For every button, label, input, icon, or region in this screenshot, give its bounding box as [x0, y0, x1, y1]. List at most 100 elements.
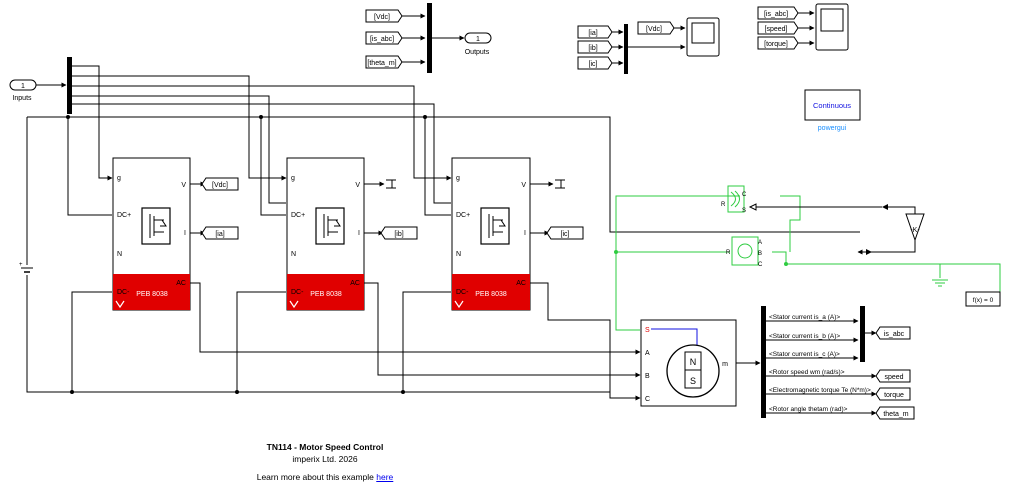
bus-signal-1: <Stator current is_b (A)>	[769, 333, 840, 340]
bus-selector-bar[interactable]	[761, 306, 766, 418]
from-ic-tag[interactable]	[577, 56, 613, 70]
solver-configuration-label: f(x) = 0	[973, 297, 994, 304]
from-vdc-tag[interactable]	[365, 9, 403, 23]
from-ic-tag-label: [ic]	[589, 61, 598, 68]
motor-scope-screen-icon	[820, 8, 844, 32]
powergui-block-text: Continuous	[813, 101, 851, 110]
footer-learn-prefix: Learn more about this example	[256, 472, 377, 482]
peb-2-port-v: V	[355, 182, 360, 189]
current-mux-bar-out[interactable]	[860, 306, 865, 362]
from-ib-tag[interactable]	[577, 40, 613, 54]
from-speed-scope-tag[interactable]	[757, 21, 799, 35]
outputs-port-number: 1	[476, 36, 480, 43]
bus-signal-2: <Stator current is_c (A)>	[769, 351, 840, 358]
ground-icon	[932, 279, 948, 287]
peb-block-1[interactable]: g DC+ N DC- V I AC PEB 8038	[112, 157, 191, 311]
peb-3-ic-goto-label: [ic]	[561, 231, 570, 238]
motor-port-s: S	[645, 327, 650, 334]
powergui-block[interactable]	[804, 89, 861, 121]
peb-3-port-i: I	[524, 230, 526, 237]
powergui-label: powergui	[818, 125, 847, 132]
peb-1-vdc-goto-label: [Vdc]	[212, 182, 228, 189]
load-network: C S R -K- A B C R	[614, 185, 1001, 331]
peb-1-port-dcp: DC+	[117, 212, 131, 219]
motor-port-a: A	[645, 350, 650, 357]
peb-3-mosfet-icon	[480, 207, 510, 245]
peb-2-port-ac: AC	[350, 280, 360, 287]
footer-title: TN114 - Motor Speed Control	[266, 442, 384, 452]
goto-theta-m-tag-label: theta_m	[883, 411, 908, 418]
goto-torque-tag[interactable]	[875, 387, 911, 401]
peb-1-port-g: g	[117, 175, 121, 182]
footer-here-link[interactable]: here	[376, 472, 394, 482]
peb-2-port-g: g	[291, 175, 295, 182]
gain-block[interactable]	[905, 213, 925, 242]
peb-1-port-n: N	[117, 251, 122, 258]
current-sensor-icon	[730, 190, 740, 208]
from-theta-m-tag-label: [theta_m]	[367, 60, 396, 67]
vi-scope-screen-icon	[691, 22, 715, 44]
outputs-port[interactable]	[464, 32, 492, 44]
peb-3-port-ac: AC	[516, 280, 526, 287]
peb-2-port-dcm: DC-	[291, 289, 304, 296]
bus-signal-4: <Electromagnetic torque Te (N*m)>	[769, 387, 871, 394]
goto-torque-tag-label: torque	[884, 392, 904, 399]
peb-2-port-n: N	[291, 251, 296, 258]
output-mux-bar[interactable]	[427, 3, 432, 73]
peb-2-port-i: I	[358, 230, 360, 237]
peb-1-mosfet-icon	[141, 207, 171, 245]
from-ia-tag[interactable]	[577, 25, 613, 39]
from-is-abc-tag-label: [is_abc]	[370, 36, 394, 43]
current-sensor-block[interactable]	[727, 185, 745, 213]
goto-theta-m-tag[interactable]	[875, 406, 915, 420]
from-speed-scope-tag-label: [speed]	[765, 26, 788, 33]
footer-org: imperix Ltd. 2026	[292, 454, 358, 464]
peb-3-ic-goto[interactable]	[546, 226, 584, 240]
pmsm-motor-block[interactable]: S A B C m N S	[640, 319, 737, 407]
source-port-c: C	[758, 262, 763, 268]
goto-is-abc-tag[interactable]	[875, 326, 911, 340]
peb-2-ib-goto[interactable]	[380, 226, 418, 240]
current-mux-bar[interactable]	[624, 24, 628, 74]
from-ib-tag-label: [ib]	[588, 45, 597, 52]
controlled-source-block[interactable]	[731, 236, 759, 266]
peb-2-v-terminator	[386, 179, 396, 189]
solver-configuration-block[interactable]	[965, 291, 1001, 307]
bus-signal-5: <Rotor angle thetam (rad)>	[769, 406, 848, 413]
peb-3-port-dcp: DC+	[456, 212, 470, 219]
peb-1-name: PEB 8038	[136, 291, 168, 298]
input-demux-bar[interactable]	[67, 57, 72, 114]
peb-3-port-dcm: DC-	[456, 289, 469, 296]
bus-signal-3: <Rotor speed wm (rad/s)>	[769, 369, 845, 376]
from-is-abc-tag[interactable]	[365, 31, 403, 45]
from-theta-m-tag[interactable]	[365, 55, 403, 69]
peb-1-port-ac: AC	[176, 280, 186, 287]
motor-port-m: m	[722, 361, 728, 368]
from-is-abc-scope-tag-label: [is_abc]	[764, 11, 788, 18]
peb-1-ia-goto-label: [ia]	[215, 231, 224, 238]
svg-text:+: +	[19, 262, 23, 268]
controlled-source-icon	[737, 243, 753, 259]
bus-signal-0: <Stator current is_a (A)>	[769, 314, 840, 321]
from-is-abc-scope-tag[interactable]	[757, 6, 799, 20]
from-vdc-scope-tag[interactable]	[637, 21, 675, 35]
goto-speed-tag[interactable]	[875, 369, 911, 383]
from-vdc-scope-tag-label: [Vdc]	[646, 26, 662, 33]
peb-1-vdc-goto[interactable]	[201, 177, 239, 191]
from-vdc-tag-label: [Vdc]	[374, 14, 390, 21]
from-ia-tag-label: [ia]	[588, 30, 597, 37]
motor-scope-group: [is_abc] [speed] [torque]	[757, 3, 849, 51]
motor-port-c: C	[645, 396, 650, 403]
goto-speed-tag-label: speed	[884, 374, 903, 381]
peb-block-2[interactable]: g DC+ N DC- V I AC PEB 8038	[286, 157, 365, 311]
peb-block-3[interactable]: g DC+ N DC- V I AC PEB 8038	[451, 157, 531, 311]
peb-2-ib-goto-label: [ib]	[394, 231, 403, 238]
peb-3-port-v: V	[521, 182, 526, 189]
peb-1-ia-goto[interactable]	[201, 226, 239, 240]
inputs-port-number: 1	[21, 83, 25, 90]
gain-label: -K-	[910, 227, 920, 234]
outputs-port-label: Outputs	[465, 49, 490, 56]
inputs-port-label: Inputs	[12, 95, 32, 102]
peb-1-port-v: V	[181, 182, 186, 189]
from-torque-scope-tag[interactable]	[757, 36, 799, 50]
